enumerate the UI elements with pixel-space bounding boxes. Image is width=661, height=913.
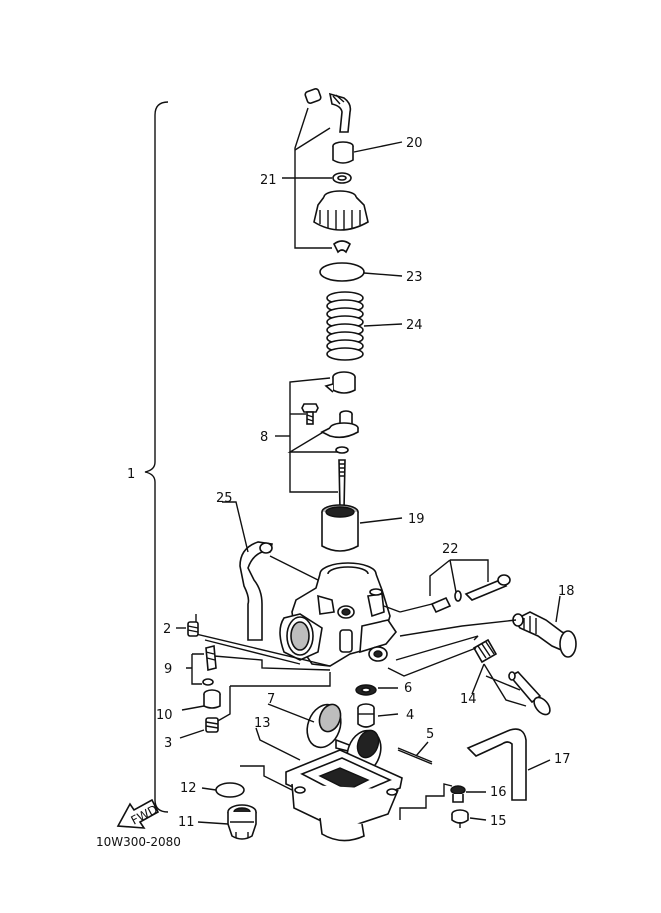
callout-22: 22 [442, 542, 459, 557]
callout-13: 13 [254, 716, 271, 731]
callout-21: 21 [260, 173, 277, 188]
cap-bracket-lines [294, 107, 332, 249]
callout-10: 10 [156, 708, 173, 723]
spring-14 [472, 638, 498, 664]
cap-seal-20 [332, 141, 354, 164]
oring-12 [215, 782, 245, 798]
mixing-chamber-top [313, 190, 369, 231]
carburetor-body [279, 562, 401, 667]
washer-16 [450, 785, 466, 803]
drawing-code: 10W300-2080 [96, 835, 181, 849]
part-9-pilot-jet [202, 644, 217, 686]
air-vent-hose-25 [239, 541, 273, 641]
assembly-bracket [144, 101, 169, 813]
group-8-bracket [275, 377, 338, 493]
throttle-valve-19 [321, 504, 359, 552]
callout-20: 20 [406, 136, 423, 151]
fwd-arrow-icon: FWD [116, 798, 160, 829]
callout-6: 6 [404, 681, 412, 696]
callout-19: 19 [408, 512, 425, 527]
part-3-nozzle [205, 717, 219, 733]
float-chamber-13 [285, 749, 403, 842]
float-7 [306, 703, 382, 775]
throttle-cable-adjuster [304, 88, 352, 133]
callout-15: 15 [490, 814, 507, 829]
callout-16: 16 [490, 785, 507, 800]
callout-8: 8 [260, 430, 268, 445]
callout-1: 1 [127, 467, 135, 482]
overflow-hose-17 [466, 728, 527, 801]
cap-washer-21 [332, 172, 352, 184]
callout-12: 12 [180, 781, 197, 796]
callout-9: 9 [164, 662, 172, 677]
needle-clip [335, 446, 349, 454]
drain-plug-11 [227, 804, 257, 840]
callout-3: 3 [164, 736, 172, 751]
float-pin-5 [397, 747, 433, 765]
callout-17: 17 [554, 752, 571, 767]
callout-2: 2 [163, 622, 171, 637]
callout-25: 25 [216, 491, 233, 506]
callout-11: 11 [178, 815, 195, 830]
starter-plunger-18 [512, 611, 577, 658]
needle-holder [324, 371, 356, 394]
part-2-screw [187, 621, 199, 637]
washer-6 [355, 684, 377, 696]
fwd-label: FWD [129, 802, 160, 828]
oring-23 [319, 262, 365, 282]
plug-4 [357, 703, 375, 728]
pilot-screw-22 [430, 574, 511, 614]
part-10-main-jet [203, 689, 221, 709]
cap-clip [332, 240, 352, 254]
callout-4: 4 [406, 708, 414, 723]
callout-14: 14 [460, 692, 477, 707]
callout-24: 24 [406, 318, 423, 333]
screw-15 [451, 809, 469, 828]
throttle-spring-24 [326, 291, 364, 361]
callout-5: 5 [426, 727, 434, 742]
callout-7: 7 [267, 692, 275, 707]
callout-18: 18 [558, 584, 575, 599]
throttle-stop-screw-14 [508, 671, 551, 716]
needle-screw [301, 403, 319, 425]
callout-23: 23 [406, 270, 423, 285]
throttle-valve-clip [320, 410, 359, 439]
